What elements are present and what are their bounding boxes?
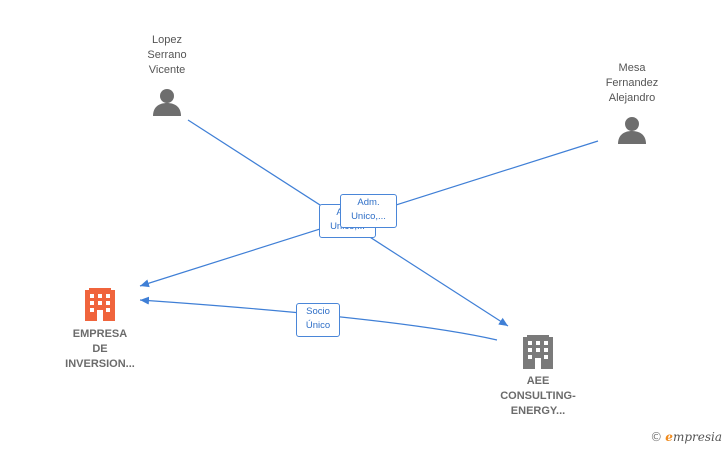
node-label-lopez[interactable]: Lopez Serrano Vicente	[147, 34, 187, 76]
building-icon[interactable]	[523, 335, 553, 369]
brand-initial: e	[665, 430, 673, 444]
person-icon[interactable]	[153, 89, 181, 116]
brand-logo: ©empresia	[650, 430, 722, 444]
edge-aee-to-empresa	[139, 296, 498, 341]
edge-label-lopez-aee[interactable]: Adm. Unico,...	[340, 194, 397, 228]
node-label-aee[interactable]: AEE CONSULTING- ENERGY...	[500, 375, 576, 417]
edge-label-aee-empresa[interactable]: Socio Único	[296, 303, 340, 337]
node-label-mesa[interactable]: Mesa Fernandez Alejandro	[605, 62, 659, 104]
node-label-empresa[interactable]: EMPRESA DE INVERSION...	[65, 328, 135, 370]
person-icon[interactable]	[618, 117, 646, 144]
copyright-symbol: ©	[650, 430, 663, 444]
brand-name: mpresia	[672, 430, 722, 444]
building-icon[interactable]	[85, 288, 115, 321]
